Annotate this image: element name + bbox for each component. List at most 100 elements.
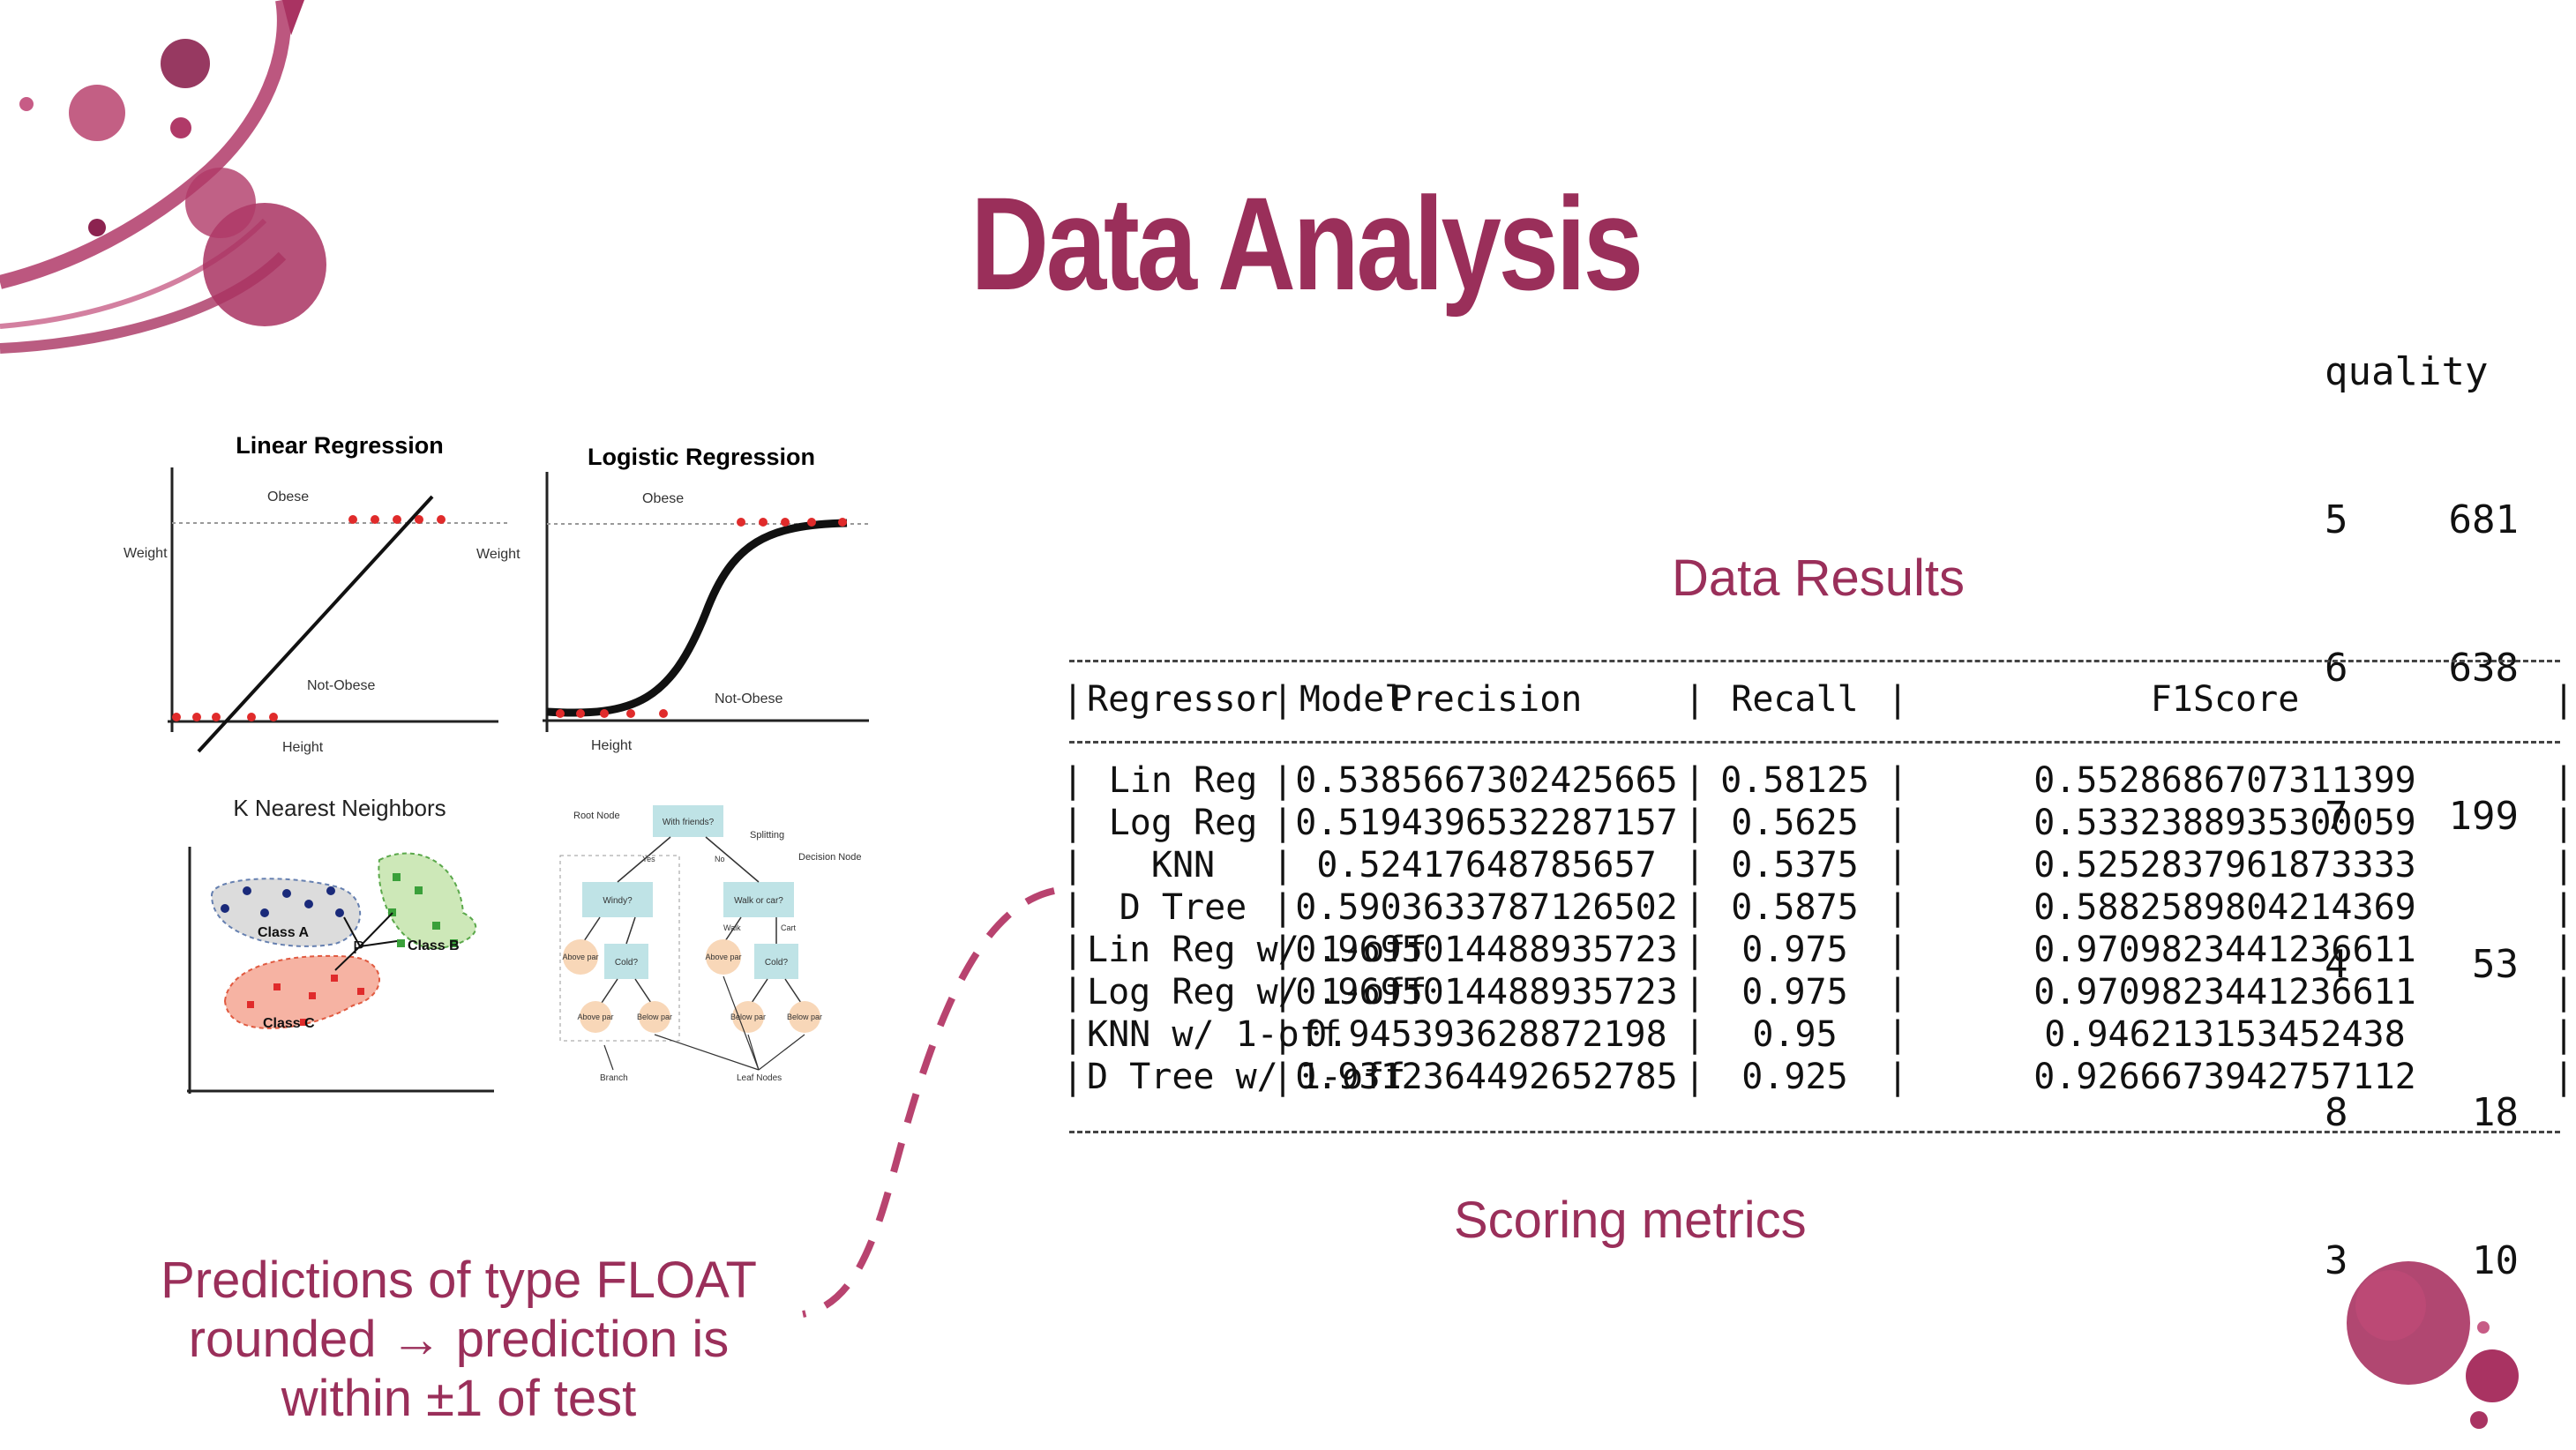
table-column-separator: | — [1887, 930, 1909, 970]
slide-title: Data Analysis — [970, 169, 1644, 318]
no-label: No — [715, 855, 725, 863]
prediction-note: Predictions of type FLOAT rounded → pred… — [141, 1251, 776, 1428]
leaf-above: Above par — [705, 953, 741, 961]
table-cell: KNN — [1150, 845, 1216, 886]
table-column-separator: | — [1684, 1014, 1706, 1055]
branch-label: Branch — [600, 1073, 628, 1083]
table-column-separator: | — [1272, 760, 1294, 801]
table-cell: Recall — [1731, 679, 1859, 720]
table-column-separator: | — [2553, 1014, 2575, 1055]
walk-label: Walk — [723, 923, 741, 932]
table-cell: Log Reg w/ 1-off — [1087, 972, 1427, 1013]
table-cell: Log Reg — [1108, 803, 1258, 843]
table-column-separator: | — [1684, 679, 1706, 720]
table-cell: 0.9266673942757112 — [2033, 1057, 2416, 1097]
table-column-separator: | — [1062, 930, 1084, 970]
table-column-separator: | — [2553, 1057, 2575, 1097]
table-cell: 0.5375 — [1731, 845, 1859, 886]
root-question: With friends? — [663, 818, 715, 827]
table-column-separator: | — [1272, 679, 1294, 720]
table-column-separator: | — [2553, 845, 2575, 886]
table-column-separator: | — [1684, 887, 1706, 928]
table-column-separator: | — [1062, 845, 1084, 886]
table-column-separator: | — [2553, 930, 2575, 970]
table-cell: 0.5332388935300059 — [2033, 803, 2416, 843]
table-cell: 0.5528686707311399 — [2033, 760, 2416, 801]
table-column-separator: | — [1062, 760, 1084, 801]
table-column-separator: | — [1684, 760, 1706, 801]
linear-title: Linear Regression — [236, 432, 444, 459]
walk-question: Walk or car? — [734, 896, 783, 906]
table-column-separator: | — [1887, 972, 1909, 1013]
table-cell: 0.5903633787126502 — [1295, 887, 1678, 928]
table-column-separator: | — [1272, 930, 1294, 970]
table-column-separator: | — [1684, 930, 1706, 970]
table-column-separator: | — [1062, 1057, 1084, 1097]
table-column-separator: | — [1062, 679, 1084, 720]
table-column-separator: | — [1684, 1057, 1706, 1097]
table-column-separator: | — [1272, 1057, 1294, 1097]
table-cell: 0.9709823441236611 — [2033, 972, 2416, 1013]
cart-label: Cart — [781, 923, 797, 932]
yes-label: Yes — [642, 855, 655, 863]
leaf-below: Below par — [637, 1013, 672, 1021]
table-column-separator: | — [2553, 972, 2575, 1013]
table-column-separator: | — [1684, 972, 1706, 1013]
table-cell: 0.5882589804214369 — [2033, 887, 2416, 928]
leaf-nodes-label: Leaf Nodes — [737, 1073, 782, 1083]
knn-title: K Nearest Neighbors — [233, 795, 446, 821]
scoring-metrics-caption: Scoring metrics — [1454, 1192, 1807, 1249]
table-column-separator: | — [1887, 803, 1909, 843]
table-column-separator: | — [1684, 803, 1706, 843]
linear-regression-illustration: Linear Regression Obese Not-Obese Weight… — [124, 432, 507, 755]
root-node-label: Root Node — [573, 811, 620, 821]
quality-header: quality — [2325, 349, 2489, 394]
table-header-divider — [1069, 741, 2560, 744]
table-cell: 0.9312364492652785 — [1295, 1057, 1678, 1097]
data-results-caption: Data Results — [1672, 549, 1966, 607]
point-p-label: P — [353, 938, 364, 958]
table-cell: 0.58125 — [1720, 760, 1869, 801]
weight-label: Weight — [124, 546, 168, 561]
note-line: Predictions of type FLOAT — [161, 1252, 757, 1309]
table-column-separator: | — [2553, 887, 2575, 928]
table-column-separator: | — [1062, 1014, 1084, 1055]
splitting-label: Splitting — [750, 830, 784, 841]
table-column-separator: | — [1887, 845, 1909, 886]
not-obese-label: Not-Obese — [715, 691, 783, 706]
table-cell: Precision — [1390, 679, 1583, 720]
table-cell: Lin Reg — [1108, 760, 1258, 801]
table-column-separator: | — [1887, 760, 1909, 801]
table-cell: 0.5385667302425665 — [1295, 760, 1678, 801]
table-cell: 0.9695014488935723 — [1295, 930, 1678, 970]
table-column-separator: | — [1887, 1014, 1909, 1055]
weight-label: Weight — [476, 547, 520, 562]
leaf-above: Above par — [562, 953, 598, 961]
class-b-label: Class B — [408, 938, 460, 953]
cold-question: Cold? — [615, 958, 639, 968]
knn-illustration: K Nearest Neighbors P Class A Class B Cl… — [187, 795, 494, 1094]
table-border-bottom — [1069, 1131, 2560, 1133]
table-column-separator: | — [1887, 679, 1909, 720]
cold-question: Cold? — [765, 958, 789, 968]
table-border-top — [1069, 660, 2560, 662]
table-cell: 0.5875 — [1731, 887, 1859, 928]
table-cell: 0.95 — [1752, 1014, 1838, 1055]
table-column-separator: | — [1272, 887, 1294, 928]
table-cell: 0.5625 — [1731, 803, 1859, 843]
table-column-separator: | — [2553, 760, 2575, 801]
height-label: Height — [591, 738, 633, 753]
table-cell: 0.925 — [1741, 1057, 1848, 1097]
table-column-separator: | — [2553, 679, 2575, 720]
table-column-separator: | — [1062, 887, 1084, 928]
table-cell: 0.52417648785657 — [1316, 845, 1657, 886]
wine-stain-bottom-right — [2347, 1261, 2519, 1429]
obese-label: Obese — [267, 490, 309, 505]
table-cell: Lin Reg w/ 1-off — [1087, 930, 1427, 970]
